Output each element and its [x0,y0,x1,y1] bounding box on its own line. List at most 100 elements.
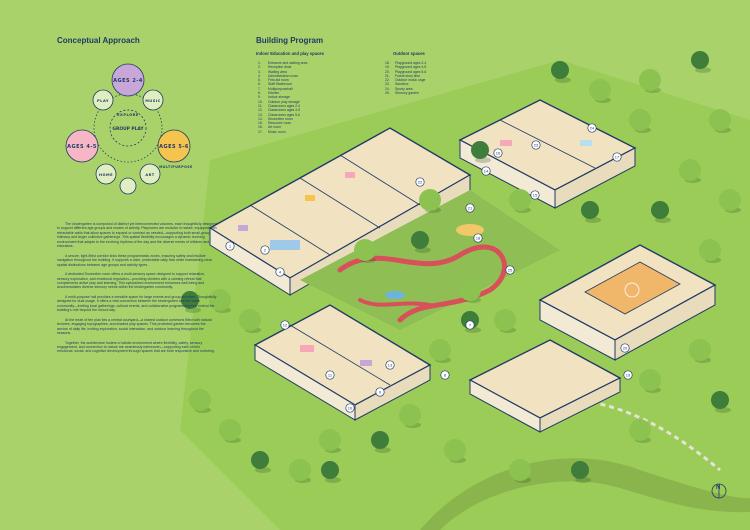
room-marker-number: 20 [623,346,628,351]
room-marker: 19 [623,370,633,380]
concept-paragraph: A dedicated Snoezelen room offers a mult… [57,272,206,290]
indoor-program-item: 13.Classrooms ages 5-6 [258,113,307,117]
room-marker: 10 [345,403,355,413]
program-item-number: 24. [385,86,390,91]
outdoor-program-item: 18. Playground ages 2-4 [385,61,426,65]
program-item-number: 5. [258,78,261,83]
room-marker-number: 11 [328,373,333,378]
group-circle-2 [65,129,99,163]
room-marker-number: 8 [444,373,447,378]
tree [509,189,531,213]
program-item-label: Forest story time [395,73,421,78]
indoor-program-item: 12.Classrooms ages 4-5 [258,108,307,112]
program-item-label: Outdoor play storage [268,99,300,104]
indoor-program-item: 9. Indoor storage [258,95,307,99]
indoor-program-item: 4.Administration room [258,74,307,78]
concept-description: The kindergarten is composed of distinct… [57,222,217,359]
program-item-number: 22. [385,78,390,83]
outdoor-program-item: 22.Outdoor music cage [385,78,426,82]
program-item-label: Classrooms ages 5-6 [268,112,301,117]
indoor-program-item: 6.Staff Washroom [258,82,307,86]
concept-paragraph: Together, the architecture fosters a hol… [57,340,215,354]
program-item-number: 2. [258,65,261,70]
tree [219,419,241,443]
program-item-label: Sensory garden [395,91,419,96]
tree [471,141,491,163]
program-item-number: 18. [385,61,390,65]
program-item-label: Sporty area [395,86,413,91]
program-item-number: 7. [258,86,261,91]
building-east-hall [538,244,717,361]
footpath [420,458,750,530]
program-item-label: Indoor storage [268,95,290,100]
tree [289,459,311,483]
room-marker: 4 [275,267,285,277]
tree [589,79,611,103]
room-marker-number: 24 [590,126,595,131]
tree [459,279,481,303]
program-item-number: 14. [258,116,263,121]
program-title: Building Program [256,36,324,45]
room-marker-number: 17 [615,155,620,160]
activity-label-3: HOME [99,173,113,177]
room-marker: 21 [465,203,475,213]
indoor-program-item: 10.Outdoor play storage [258,100,307,104]
program-item-number: 8. [258,91,261,96]
tree [319,429,341,453]
room-marker: 7 [465,320,475,330]
concept-paragraph: A multi-purpose hall provides a versatil… [57,294,217,313]
room-marker: 8 [440,370,450,380]
tree [679,159,701,183]
room-marker: 15 [530,190,540,200]
program-item-label: Playground ages 2-4 [395,61,427,65]
activity-circle-3 [95,163,117,185]
room-marker-number: 10 [348,406,353,411]
tree [719,189,741,213]
outdoor-program-item: 19.Playground ages 4-5 [385,65,426,69]
room-marker: 24 [587,123,597,133]
cycle-center-label: GROUP PLAY [112,126,144,132]
building-southeast-block [468,339,622,433]
room-marker-number: 2 [264,248,267,253]
indoor-program-item: 14.Snoezelen room [258,117,307,121]
program-item-number: 15. [258,121,263,126]
tree [494,309,516,333]
tree [251,451,271,473]
tree [709,109,731,133]
indoor-program-item: 11. Classrooms ages 2-4 [258,104,307,108]
concept-paragraph: At the heart of the plan lies a central … [57,317,212,336]
tree [209,289,231,313]
room-marker: 13 [385,360,395,370]
tree [411,231,431,253]
tree [691,51,711,73]
program-item-label: Sandbox [395,82,409,87]
program-item-number: 4. [258,73,261,78]
room-marker-number: 4 [279,270,282,275]
tree [419,189,441,213]
tree [551,61,571,83]
concept-paragraph: The kindergarten is composed of distinct… [57,222,218,249]
program-item-number: 11. [258,103,263,108]
program-item-label: Waiting area [268,69,287,74]
room-marker: 23 [531,140,541,150]
activity-circle-5 [119,177,137,195]
group-circle-3 [157,129,191,163]
outdoor-program-item: 20. Playground ages 5-6 [385,70,426,74]
program-item-label: Reception desk [268,65,292,70]
indoor-program-item: 3.Waiting area [258,70,307,74]
program-item-label: Classrooms ages 2-4 [268,103,301,108]
tree [629,109,651,133]
room-marker: 2 [260,245,270,255]
room-marker-number: 25 [508,268,513,273]
program-item-number: 20. [385,69,390,74]
program-item-number: 21. [385,73,390,78]
program-item-label: Playground ages 5-6 [395,69,427,74]
program-item-label: First aid room [268,78,289,83]
program-item-number: 9. [258,95,261,100]
tree [399,404,421,428]
activity-label-6: EXPLORE [117,113,139,117]
room-marker: 20 [620,343,630,353]
tree [639,69,661,93]
conceptual-title: Conceptual Approach [57,36,140,45]
